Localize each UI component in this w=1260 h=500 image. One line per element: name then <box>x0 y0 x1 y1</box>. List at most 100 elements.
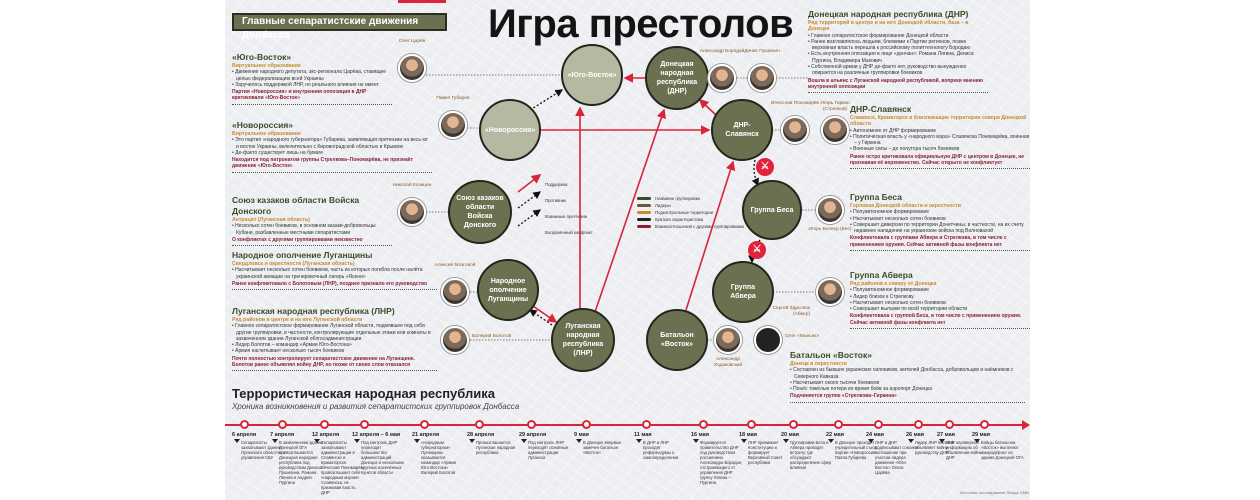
group-territory: Свердловск и окрестности (Луганская обла… <box>232 261 355 267</box>
divider <box>232 171 432 173</box>
group-fact: • Совершает диверсии по территории Донет… <box>850 221 1024 235</box>
armed-conflict-icon: ⚔ <box>756 158 774 176</box>
group-fact: • Лидер близок к Стрелкову <box>850 293 914 300</box>
leader-name: Алексей Мозговой <box>434 263 476 268</box>
event-date: 16 мая <box>691 432 709 438</box>
event-text: В Донецке впервые замечен батальон «Вост… <box>583 440 622 455</box>
group-node-yugo[interactable]: «Юго-Восток» <box>561 44 623 106</box>
group-node-lnr[interactable]: Луганская народная республика (ЛНР) <box>551 308 615 372</box>
group-title: Луганская народная республика (ЛНР) <box>232 306 395 316</box>
group-fact-text: Лидер близок к Стрелкову <box>853 293 914 300</box>
group-node-abv[interactable]: Группа Абвера <box>712 261 774 323</box>
group-title: «Новороссия» <box>232 120 294 130</box>
group-fact-text: Совершает диверсии по территории Донетчи… <box>853 221 1024 235</box>
timeline-event[interactable]: 9 мая В Донецке впервые замечен батальон … <box>574 420 624 455</box>
group-node-bes[interactable]: Группа Беса <box>742 180 802 240</box>
legend-color-label: Краткая характеристика <box>655 217 704 222</box>
leader-name: Павел Губарев <box>436 96 470 101</box>
timeline-event[interactable]: 21 апреля«Народным губернатором» Луганщи… <box>412 420 462 475</box>
group-fact: • Военные силы – до полутора тысяч боеви… <box>850 146 960 153</box>
group-fact-text: Собственной армии у ДНР де-факто нет, ру… <box>811 64 967 77</box>
timeline-axis <box>225 424 1025 426</box>
divider <box>232 245 392 247</box>
group-fact: • Это партия «народного губернатора» Губ… <box>232 137 428 150</box>
group-description: Донецкая народная республика (ДНР)Ряд те… <box>808 9 988 94</box>
event-text: Под контроль ДНР переходит большинство а… <box>361 440 404 475</box>
group-fact: • Есть внутренняя оппозиция в лице «донч… <box>808 51 974 64</box>
timeline-marker <box>360 420 369 429</box>
event-text: «Народным губернатором» Луганщины оказыв… <box>421 440 457 475</box>
event-text: Под контроль ЛНР переходят основные адми… <box>528 440 569 460</box>
group-node-dnr[interactable]: Донецкая народная республика (ДНР) <box>645 46 709 110</box>
group-fact: • Полуавтономное формирование <box>850 209 929 216</box>
event-text: Сепаратисты захватывают здание Луганског… <box>241 440 285 460</box>
timeline-event[interactable]: 22 мая В Донецке проходит учредительный с… <box>826 420 878 460</box>
group-node-kaz[interactable]: Союз казаков области Войска Донского <box>448 180 512 244</box>
group-fact-text: Заручилось поддержкой ЛНР, но реального … <box>235 81 379 88</box>
leader-photo <box>781 116 809 144</box>
timeline-marker <box>914 420 923 429</box>
event-date: 20 мая <box>781 432 799 438</box>
leader-name: Александр Ходаковский <box>713 357 743 368</box>
group-description: «Юго-Восток»Виртуальное образование• Дви… <box>232 52 392 105</box>
group-fact-text: Есть внутренняя оппозиция в лице «дончан… <box>811 51 974 64</box>
divider <box>850 168 1030 170</box>
group-fact: • Лидер Болотов – командир «Армии Юго-Во… <box>232 342 352 349</box>
group-fact-text: Несколько сотен боевиков, в основном каз… <box>235 223 376 236</box>
pointer-icon <box>521 439 527 443</box>
group-fact-text: Полуавтономное формирование <box>853 209 929 216</box>
group-node-nol[interactable]: Народное ополчение Луганщины <box>477 259 539 321</box>
event-text: Лидер ЛНР Болотов объявляет войну руково… <box>915 440 955 455</box>
group-relations-note: Конфликтовала с группами Абвера и Стрелк… <box>850 235 1007 248</box>
event-text: В захваченном здании Донецкой ОГА провоз… <box>279 440 323 485</box>
group-title: Народное ополчение Луганщины <box>232 250 373 260</box>
group-territory: Антрацит (Луганская область) <box>232 217 310 223</box>
legend-swatch <box>637 218 651 221</box>
group-territory: Славянск, Краматорск и близлежащие терри… <box>850 115 1027 128</box>
timeline-marker <box>945 420 954 429</box>
group-territory: Донецк и окрестности <box>790 361 847 367</box>
group-fact-text: Армия насчитывает несколько тысяч боевик… <box>235 348 345 355</box>
divider <box>232 103 392 105</box>
timeline-marker <box>475 420 484 429</box>
timeline-subtitle: Хроника возникновения и развития сепарат… <box>232 402 520 411</box>
group-fact: • Главное сепаратистское формирование До… <box>808 32 949 39</box>
legend-arrow-label: Противник <box>545 198 567 203</box>
legend-color-item: Подконтрольные территории <box>637 210 713 215</box>
group-fact: • Насчитывает несколько сотен боевиков <box>850 299 946 306</box>
group-node-slav[interactable]: ДНР-Славянск <box>711 99 773 161</box>
event-date: 22 мая <box>826 432 844 438</box>
legend-color-item: Краткая характеристика <box>637 217 703 222</box>
group-title: «Юго-Восток» <box>232 52 292 62</box>
group-node-vos[interactable]: Батальон «Восток» <box>646 309 708 371</box>
event-text: ЛНР опровергает информацию об объявлении… <box>946 440 983 460</box>
leader-photo <box>441 326 469 354</box>
pointer-icon <box>414 439 420 443</box>
group-fact-text: Автономное от ДНР формирование <box>853 127 936 134</box>
event-date: 9 мая <box>574 432 589 438</box>
event-text: В Донецке проходит учредительный съезд п… <box>835 440 878 460</box>
group-title: Донецкая народная республика (ДНР) <box>808 9 969 19</box>
pointer-icon <box>974 439 980 443</box>
legend-color-item: Лидеры <box>637 203 671 208</box>
group-title: Союз казаков области Войска Донского <box>232 195 360 216</box>
pointer-icon <box>234 439 240 443</box>
group-node-novo[interactable]: «Новороссия» <box>479 99 541 161</box>
